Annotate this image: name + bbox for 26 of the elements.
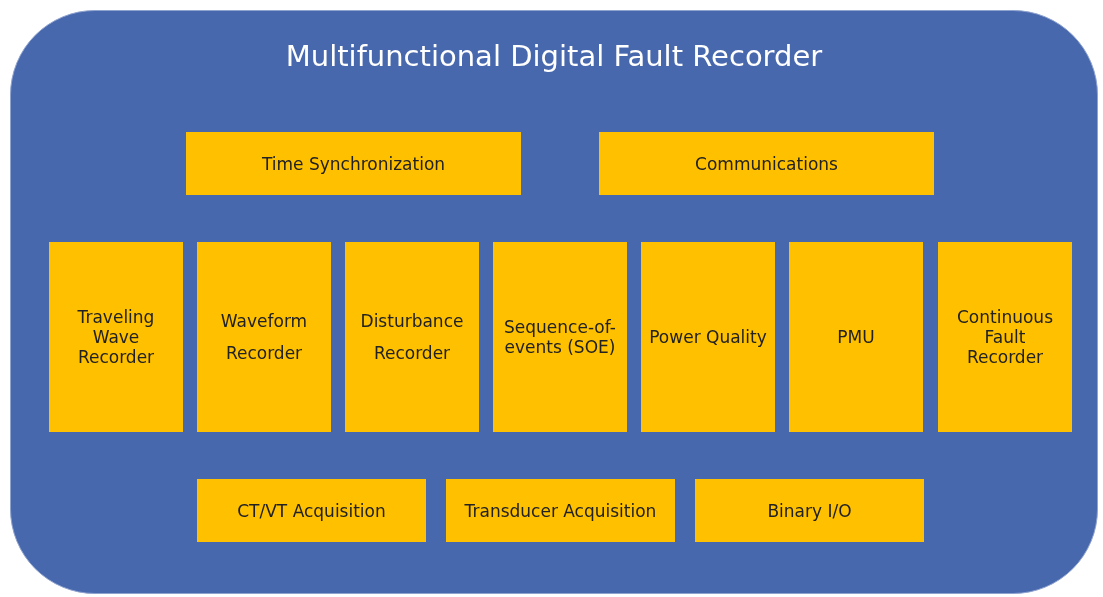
module-block	[197, 479, 426, 542]
module-block	[695, 479, 924, 542]
function-block	[493, 242, 627, 432]
module-block	[446, 479, 675, 542]
block-label: Power Quality	[649, 326, 767, 349]
block-label: CT/VT Acquisition	[237, 499, 386, 523]
block-label: Waveform Recorder	[219, 310, 309, 365]
block-label: Sequence-of-events (SOE)	[503, 317, 617, 357]
module-block	[599, 132, 934, 195]
function-block	[789, 242, 923, 432]
block-label: Communications	[695, 152, 838, 176]
system-panel	[10, 10, 1098, 594]
block-label: Continuous Fault Recorder	[956, 307, 1054, 367]
function-block	[938, 242, 1072, 432]
block-label: Time Synchronization	[261, 152, 446, 176]
block-label: PMU	[837, 326, 875, 349]
block-label: Transducer Acquisition	[464, 499, 657, 523]
function-block	[345, 242, 479, 432]
block-label: Disturbance Recorder	[359, 310, 465, 365]
function-block	[197, 242, 331, 432]
block-label: Traveling Wave Recorder	[76, 307, 156, 367]
panel-title: Multifunctional Digital Fault Recorder	[284, 39, 824, 73]
block-label: Binary I/O	[767, 499, 852, 523]
function-block	[49, 242, 183, 432]
module-block	[186, 132, 521, 195]
function-block	[641, 242, 775, 432]
